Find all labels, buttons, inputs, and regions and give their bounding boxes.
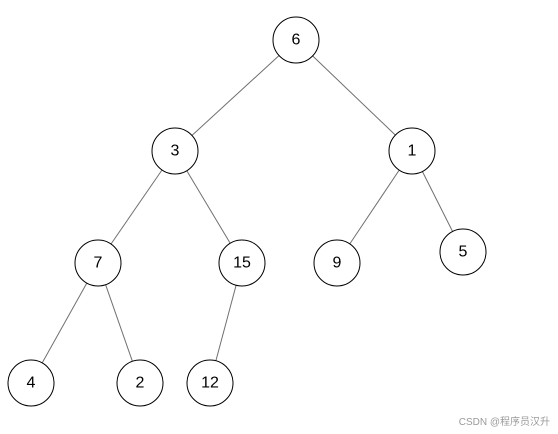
edge-n15-n12	[215, 285, 237, 361]
tree-node-9: 9	[313, 239, 361, 287]
node-label: 7	[94, 255, 103, 272]
tree-node-2: 2	[116, 359, 164, 407]
node-circle	[313, 239, 361, 287]
node-label: 12	[201, 375, 219, 392]
edge-n3-n15	[186, 170, 231, 244]
tree-edges	[41, 55, 454, 364]
edge-n1-n5	[421, 171, 454, 232]
node-circle	[7, 359, 55, 407]
tree-node-6: 6	[272, 16, 320, 64]
node-circle	[151, 127, 199, 175]
tree-node-7: 7	[74, 239, 122, 287]
node-label: 9	[333, 255, 342, 272]
node-label: 3	[171, 143, 180, 160]
node-label: 4	[27, 375, 36, 392]
edge-n3-n7	[110, 169, 163, 245]
node-label: 5	[459, 244, 468, 261]
node-label: 6	[292, 32, 301, 49]
node-circle	[388, 127, 436, 175]
edge-n1-n9	[349, 169, 400, 245]
edge-n6-n3	[191, 55, 280, 136]
node-circle	[272, 16, 320, 64]
node-circle	[439, 228, 487, 276]
tree-node-4: 4	[7, 359, 55, 407]
node-label: 15	[233, 255, 251, 272]
edge-n6-n1	[312, 55, 396, 136]
tree-nodes: 6 3 1 7 15 9 5 4 2 12	[7, 16, 487, 407]
tree-node-12: 12	[186, 359, 234, 407]
edge-n7-n4	[41, 282, 88, 364]
tree-node-3: 3	[151, 127, 199, 175]
node-circle	[74, 239, 122, 287]
tree-node-1: 1	[388, 127, 436, 175]
tree-node-5: 5	[439, 228, 487, 276]
node-circle	[186, 359, 234, 407]
watermark-text: CSDN @程序员汉升	[458, 417, 550, 428]
node-circle	[116, 359, 164, 407]
node-circle	[218, 239, 266, 287]
tree-node-15: 15	[218, 239, 266, 287]
node-label: 1	[408, 143, 417, 160]
edge-n7-n2	[105, 284, 133, 362]
node-label: 2	[136, 375, 145, 392]
